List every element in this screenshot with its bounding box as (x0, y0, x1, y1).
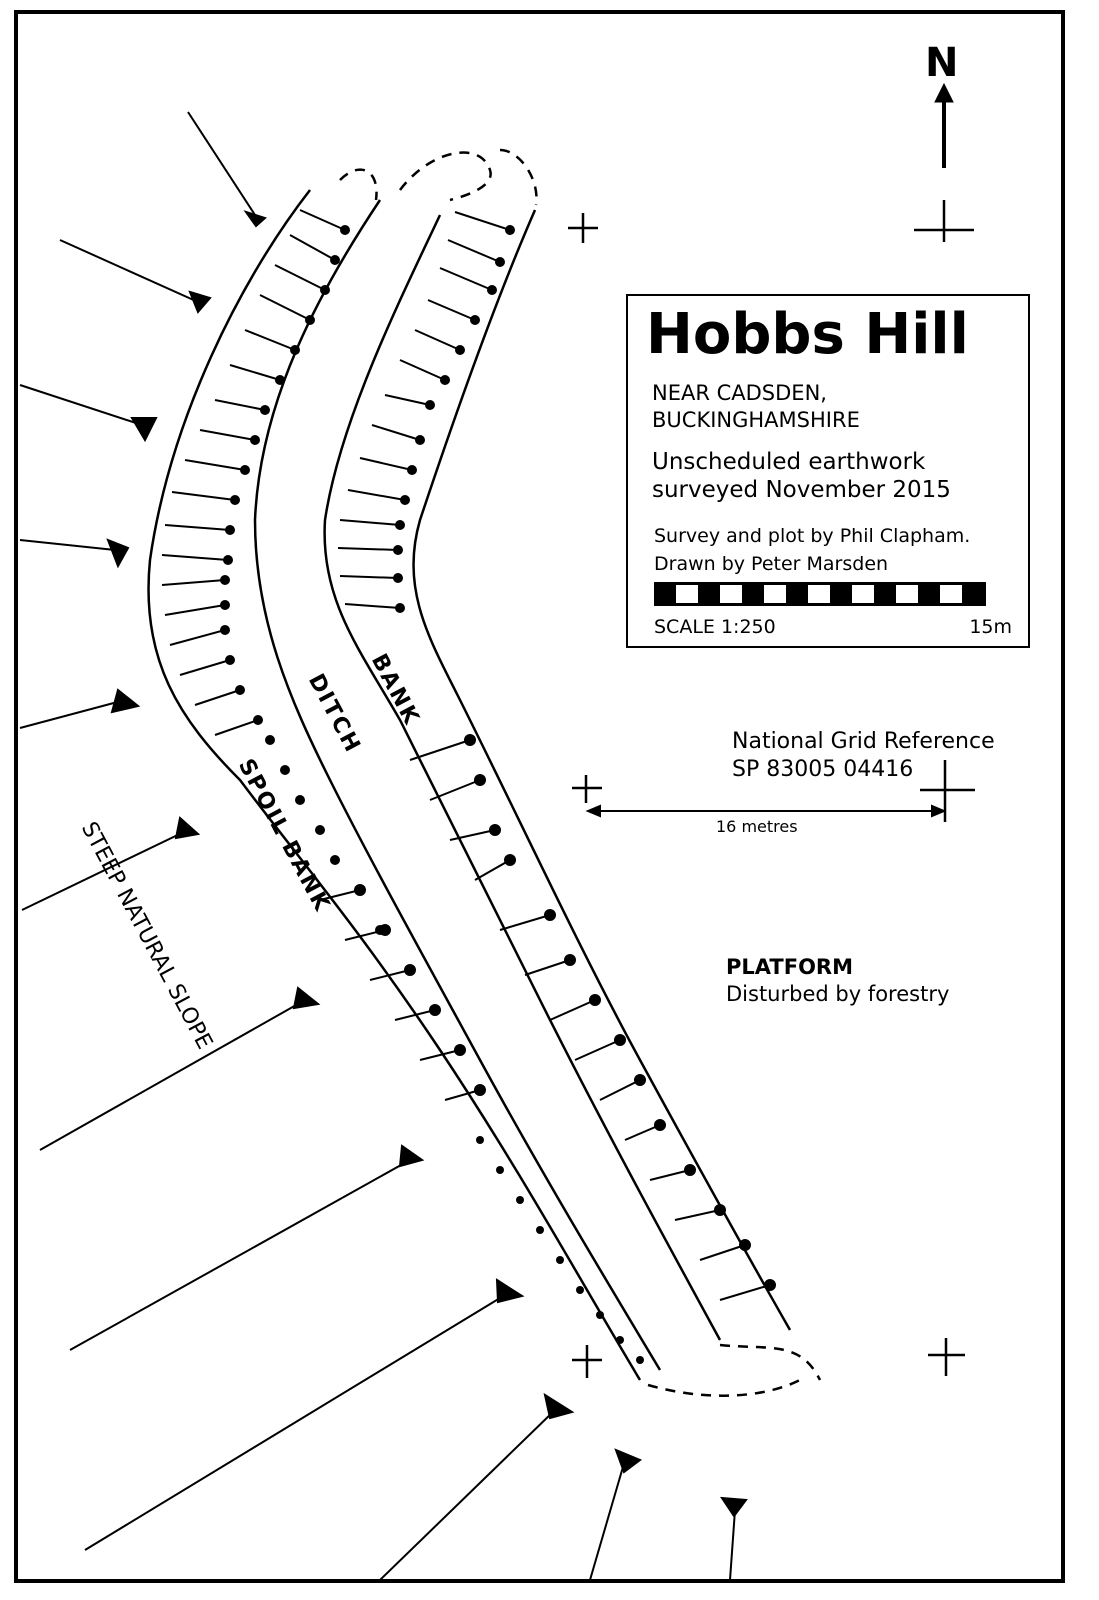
location-line-2: BUCKINGHAMSHIRE (652, 408, 860, 432)
north-label: N (925, 40, 959, 86)
distance-label: 16 metres (716, 817, 798, 836)
spoil-bank-hachures (161, 209, 486, 1101)
spoil-bank-inner-edge (253, 199, 662, 1371)
spoil-dots (265, 735, 644, 1364)
platform-label: PLATFORM (726, 955, 853, 979)
north-arrow-icon (934, 82, 954, 168)
description: Unscheduled earthwork surveyed November … (652, 448, 951, 504)
title-block: Hobbs Hill NEAR CADSDEN, BUCKINGHAMSHIRE… (626, 294, 1030, 648)
map-frame (14, 10, 1065, 1583)
credits: Survey and plot by Phil Clapham. Drawn b… (654, 522, 970, 578)
description-line-1: Unscheduled earthwork (652, 449, 926, 475)
south-terminal-dashed (647, 1343, 822, 1397)
description-line-2: surveyed November 2015 (652, 477, 951, 503)
north-terminal-dashed (339, 148, 538, 206)
scale-length: 15m (969, 616, 1012, 638)
location: NEAR CADSDEN, BUCKINGHAMSHIRE (652, 380, 860, 434)
scale-bar (654, 582, 986, 606)
credit-line-2: Drawn by Peter Marsden (654, 553, 889, 575)
platform-note: Disturbed by forestry (726, 982, 950, 1006)
bank-hachures (337, 211, 776, 1301)
bank-inner-edge (412, 209, 792, 1331)
spoil-bank-outer-edge (147, 189, 642, 1381)
map-title: Hobbs Hill (646, 302, 969, 367)
slope-hachures (19, 111, 748, 1581)
grid-reference-label: National Grid Reference (732, 729, 995, 754)
grid-reference-value: SP 83005 04416 (732, 757, 914, 782)
grid-reference: National Grid Reference SP 83005 04416 (732, 728, 995, 784)
scale-label: SCALE 1:250 (654, 616, 776, 638)
bank-outer-edge (323, 214, 722, 1341)
distance-arrow (585, 804, 947, 818)
credit-line-1: Survey and plot by Phil Clapham. (654, 525, 971, 547)
grid-crosses (568, 200, 975, 1378)
location-line-1: NEAR CADSDEN, (652, 381, 827, 405)
